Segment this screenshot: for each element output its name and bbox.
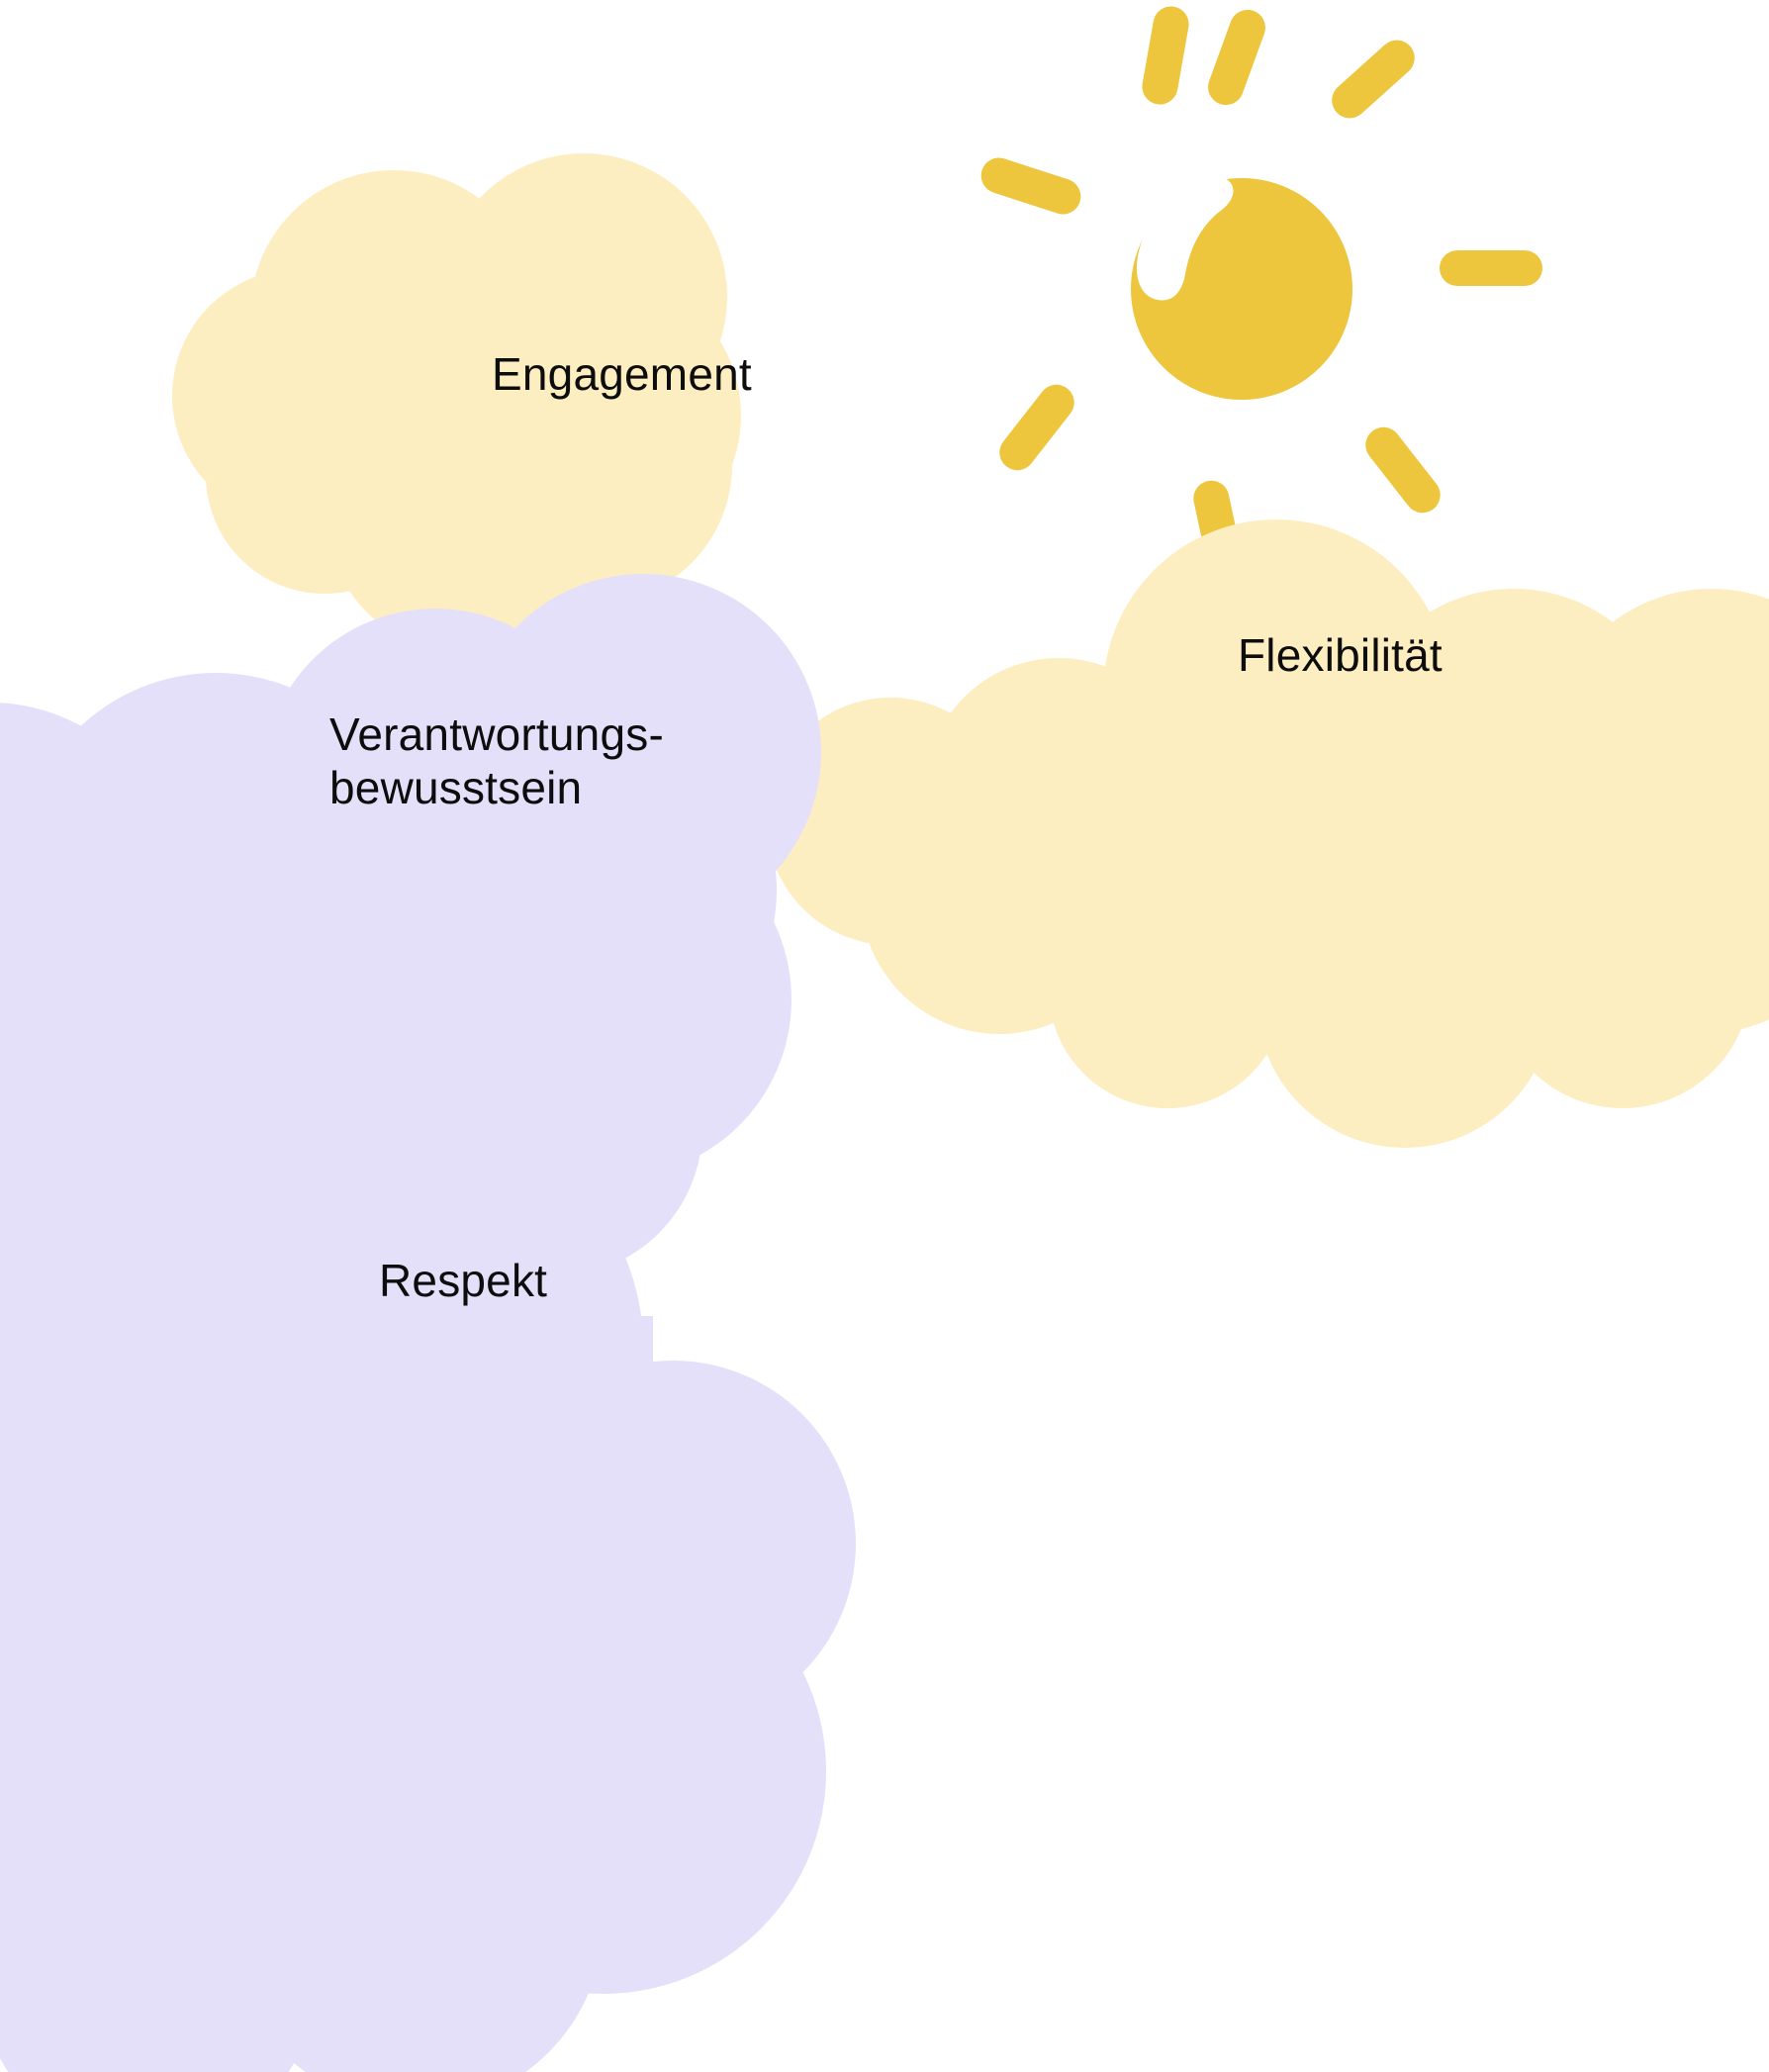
sun-rays <box>980 6 1542 579</box>
sun-icon[interactable] <box>977 4 1542 582</box>
cloud-shape-engagement[interactable] <box>172 153 741 653</box>
sun-highlight <box>1136 176 1234 301</box>
cloud-shape-respekt[interactable] <box>0 1054 856 2072</box>
cloud-shape-flexibilitaet[interactable] <box>767 519 1769 1148</box>
cloud-shape-verantwortung[interactable] <box>0 574 821 1276</box>
